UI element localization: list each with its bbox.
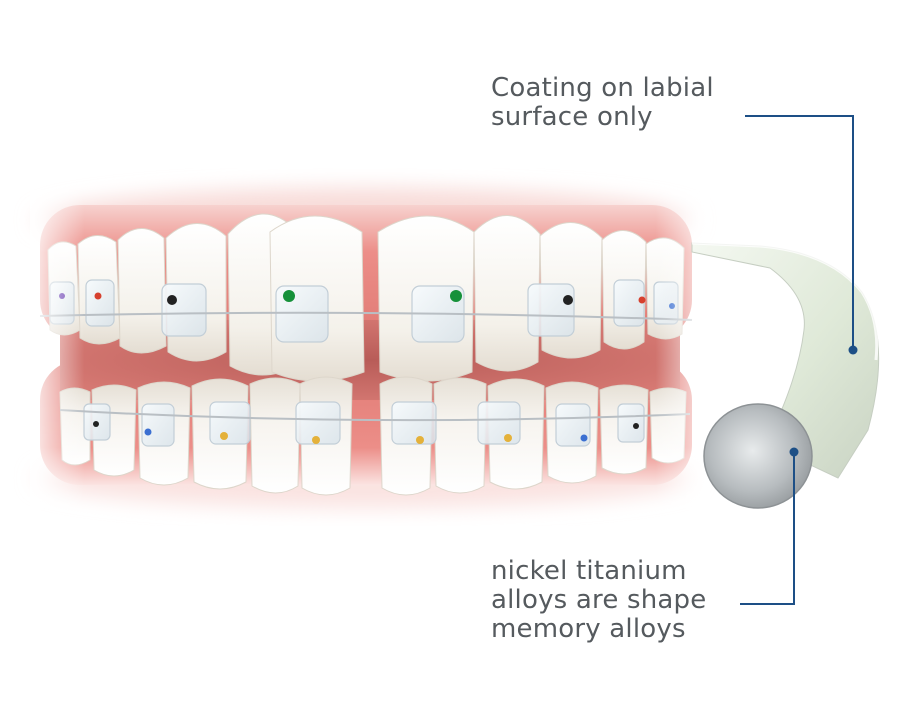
- callout-coating-line-1: Coating on labial: [491, 73, 714, 103]
- callout-coating-line-2: surface only: [491, 102, 653, 132]
- callout-alloy-line-1: nickel titanium: [491, 556, 687, 586]
- callout-dot-icon: [848, 345, 858, 355]
- callout-alloy-line-3: memory alloys: [491, 614, 686, 644]
- wire-end-face: [703, 403, 813, 509]
- callout-alloy-line-2: alloys are shape: [491, 585, 707, 615]
- callout-dot-icon: [789, 447, 799, 457]
- leader-lines: [740, 115, 854, 605]
- magnified-wire: [691, 241, 880, 509]
- callout-alloy: nickel titanium alloys are shape memory …: [491, 557, 706, 644]
- callout-coating: Coating on labial surface only: [491, 74, 714, 132]
